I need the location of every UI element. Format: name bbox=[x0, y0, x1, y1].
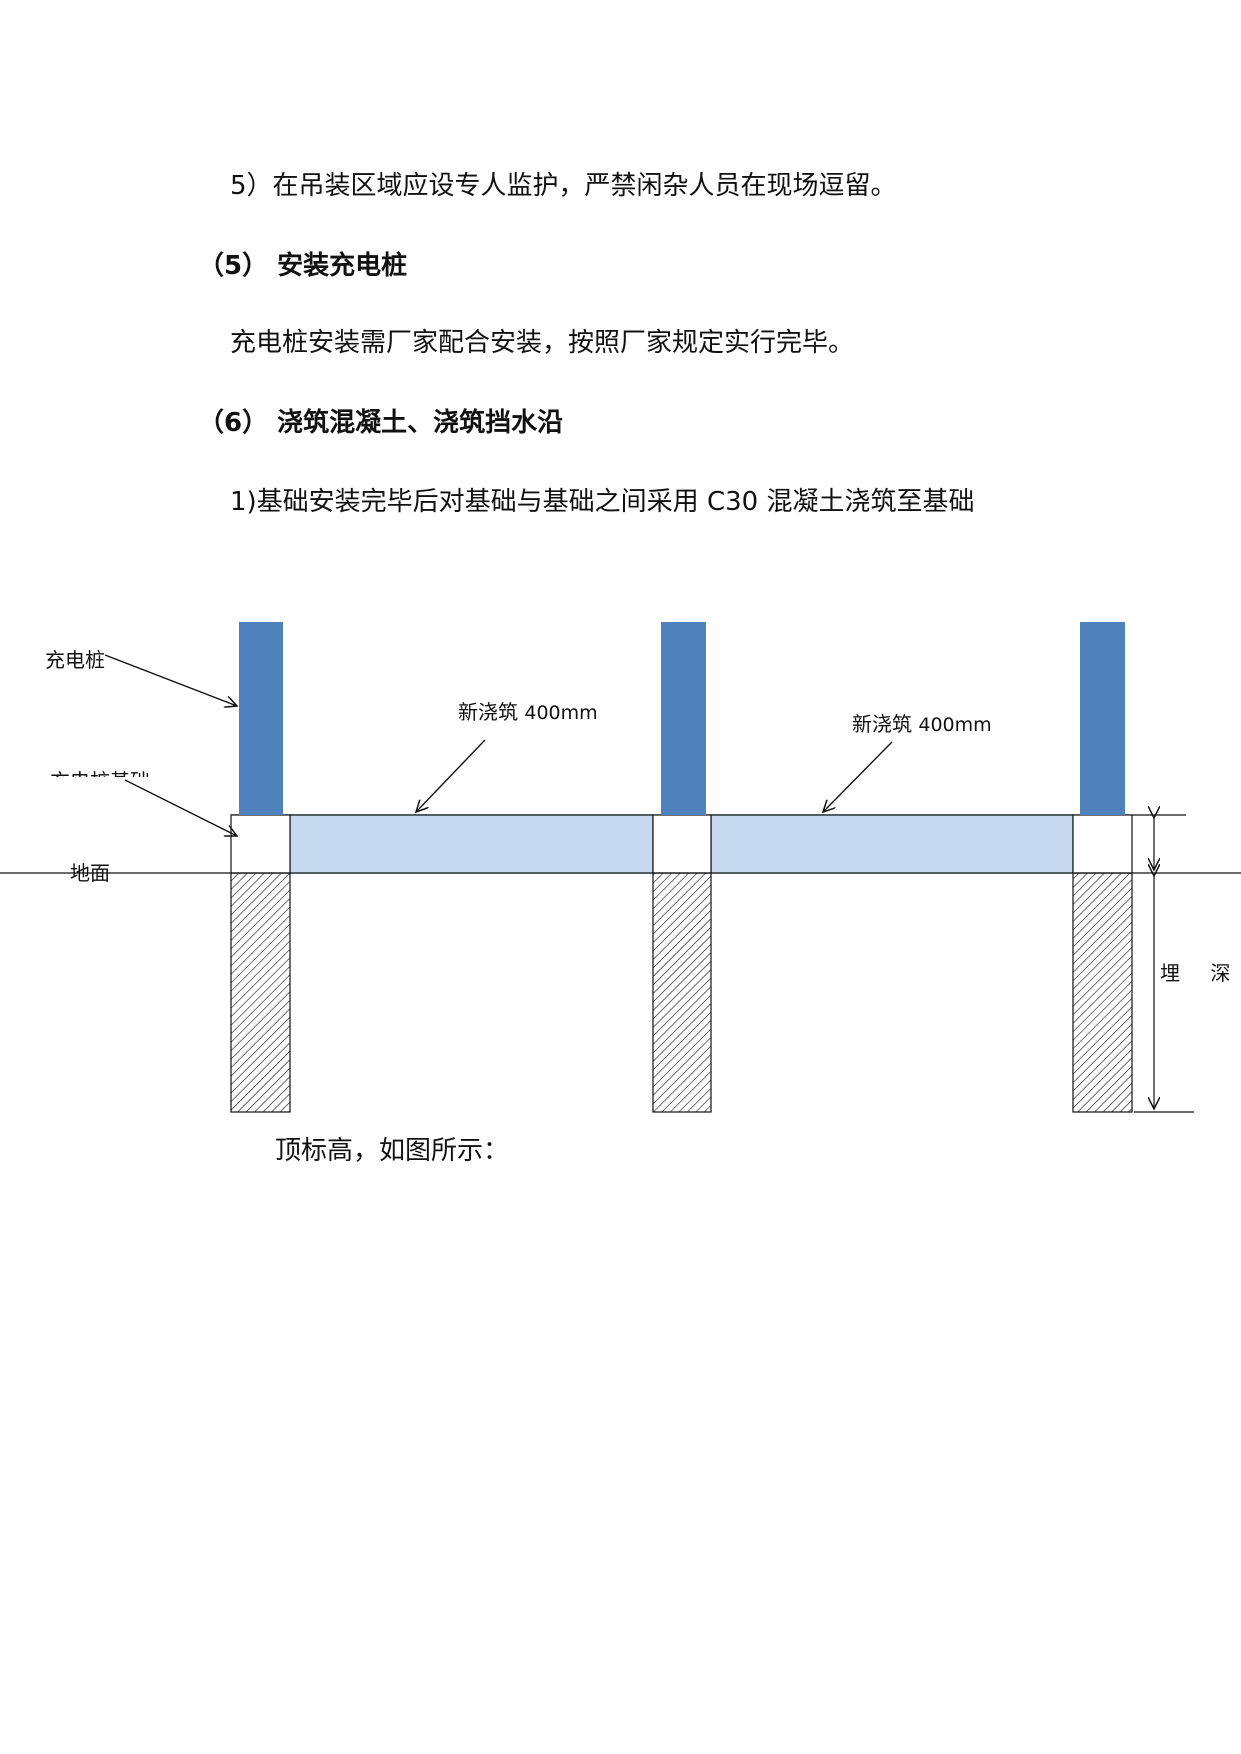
label-new-pour-1: 新浇筑 400mm bbox=[458, 700, 598, 724]
charging-pile-3 bbox=[1080, 622, 1125, 815]
label-new-pour-2: 新浇筑 400mm bbox=[852, 712, 992, 736]
section-heading-5: （5） 安装充电桩 bbox=[198, 251, 408, 281]
pour-1-leader-arrow bbox=[416, 739, 486, 812]
section-heading-6: （6） 浇筑混凝土、浇筑挡水沿 bbox=[198, 408, 564, 438]
label-ground: 地面 bbox=[70, 861, 110, 885]
pile-leader-arrow bbox=[104, 654, 237, 706]
item-5-text: 5）在吊装区域应设专人监护，严禁闲杂人员在现场逗留。 bbox=[230, 171, 897, 201]
pour-paragraph-continued: 顶标高，如图所示： bbox=[275, 1136, 510, 1166]
label-new-pour-2-value: 400mm bbox=[918, 714, 991, 736]
label-new-pour-1-value: 400mm bbox=[524, 702, 597, 724]
label-charging-pile: 充电桩 bbox=[45, 648, 105, 672]
charging-pile-2 bbox=[661, 622, 706, 815]
label-burial-depth: 埋 深 bbox=[1160, 961, 1241, 985]
label-new-pour-2-text: 新浇筑 bbox=[852, 712, 918, 736]
foundation-buried-2 bbox=[652, 872, 712, 1113]
charging-pile-1 bbox=[239, 622, 283, 815]
foundation-top-2 bbox=[652, 814, 712, 874]
new-concrete-pour-right bbox=[710, 814, 1074, 874]
label-foundation: 充电桩基础 bbox=[50, 769, 150, 793]
pour-paragraph: 1)基础安装完毕后对基础与基础之间采用 C30 混凝土浇筑至基础 bbox=[230, 487, 975, 517]
foundation-buried-1 bbox=[230, 872, 291, 1113]
label-new-pour-1-text: 新浇筑 bbox=[458, 700, 524, 724]
install-paragraph: 充电桩安装需厂家配合安装，按照厂家规定实行完毕。 bbox=[230, 328, 855, 358]
foundation-leader-arrow bbox=[124, 779, 237, 836]
foundation-top-1 bbox=[230, 814, 291, 874]
foundation-buried-3 bbox=[1072, 872, 1133, 1113]
pour-2-leader-arrow bbox=[823, 741, 893, 812]
foundation-top-3 bbox=[1072, 814, 1133, 874]
new-concrete-pour-left bbox=[289, 814, 654, 874]
